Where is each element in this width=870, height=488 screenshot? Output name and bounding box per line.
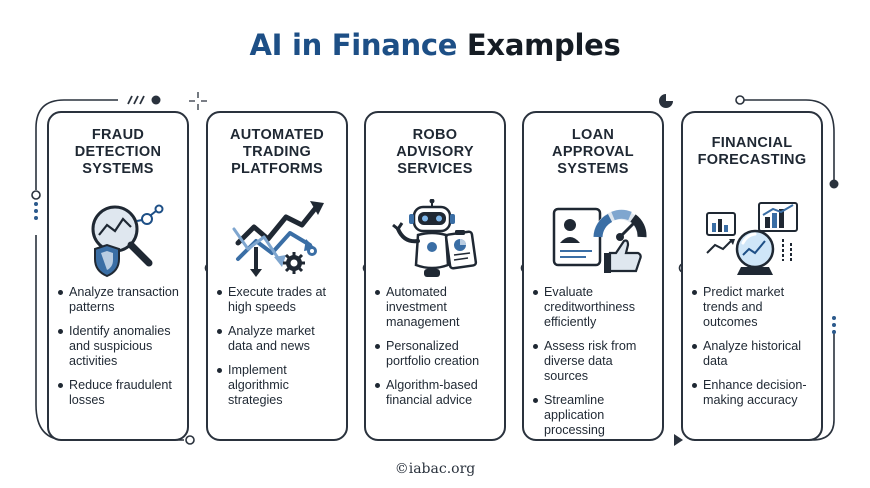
bullet-list: Analyze transaction patterns Identify an… (57, 285, 183, 417)
card-robo-advisory: ROBO ADVISORY SERVICES Automated investm… (364, 111, 506, 441)
list-item: Analyze historical data (691, 339, 817, 369)
card-automated-trading: AUTOMATED TRADING PLATFORMS Execute trad (206, 111, 348, 441)
list-item: Enhance decision-making accuracy (691, 378, 817, 408)
card-heading: FINANCIAL FORECASTING (697, 135, 807, 168)
card-heading: ROBO ADVISORY SERVICES (396, 127, 474, 177)
card-heading: AUTOMATED TRADING PLATFORMS (230, 127, 324, 177)
card-financial-forecasting: FINANCIAL FORECASTING Predict market tre… (681, 111, 823, 441)
footer-copyright: ©iabac.org (394, 461, 476, 477)
list-item: Personalized portfolio creation (374, 339, 500, 369)
card-loan-approval: LOAN APPROVAL SYSTEMS Evaluate creditwor… (522, 111, 664, 441)
crystal-ball-charts-icon (706, 202, 798, 275)
list-item: Analyze transaction patterns (57, 285, 183, 315)
card-heading: FRAUD DETECTION SYSTEMS (74, 127, 162, 177)
title-accent: AI in Finance (249, 28, 458, 62)
list-item: Reduce fraudulent losses (57, 378, 183, 408)
card-heading: LOAN APPROVAL SYSTEMS (552, 127, 634, 177)
list-item: Streamline application processing (532, 393, 658, 438)
title-dark: Examples (466, 28, 621, 62)
bullet-list: Execute trades at high speeds Analyze ma… (216, 285, 342, 417)
page-title: AI in Finance Examples (0, 28, 870, 62)
list-item: Predict market trends and outcomes (691, 285, 817, 330)
bullet-list: Automated investment management Personal… (374, 285, 500, 417)
bullet-list: Evaluate creditworthiness efficiently As… (532, 285, 658, 447)
list-item: Evaluate creditworthiness efficiently (532, 285, 658, 330)
list-item: Assess risk from diverse data sources (532, 339, 658, 384)
bullet-list: Predict market trends and outcomes Analy… (691, 285, 817, 417)
list-item: Execute trades at high speeds (216, 285, 342, 315)
loan-approval-gauge-icon (552, 207, 647, 273)
list-item: Automated investment management (374, 285, 500, 330)
magnifier-chart-shield-icon (91, 204, 164, 278)
list-item: Implement algorithmic strategies (216, 363, 342, 408)
list-item: Algorithm-based financial advice (374, 378, 500, 408)
trading-arrows-gear-icon (232, 201, 324, 277)
card-fraud-detection: FRAUD DETECTION SYSTEMS Analyze transact… (47, 111, 189, 441)
list-item: Identify anomalies and suspicious activi… (57, 324, 183, 369)
robot-advisor-icon (392, 199, 478, 277)
list-item: Analyze market data and news (216, 324, 342, 354)
